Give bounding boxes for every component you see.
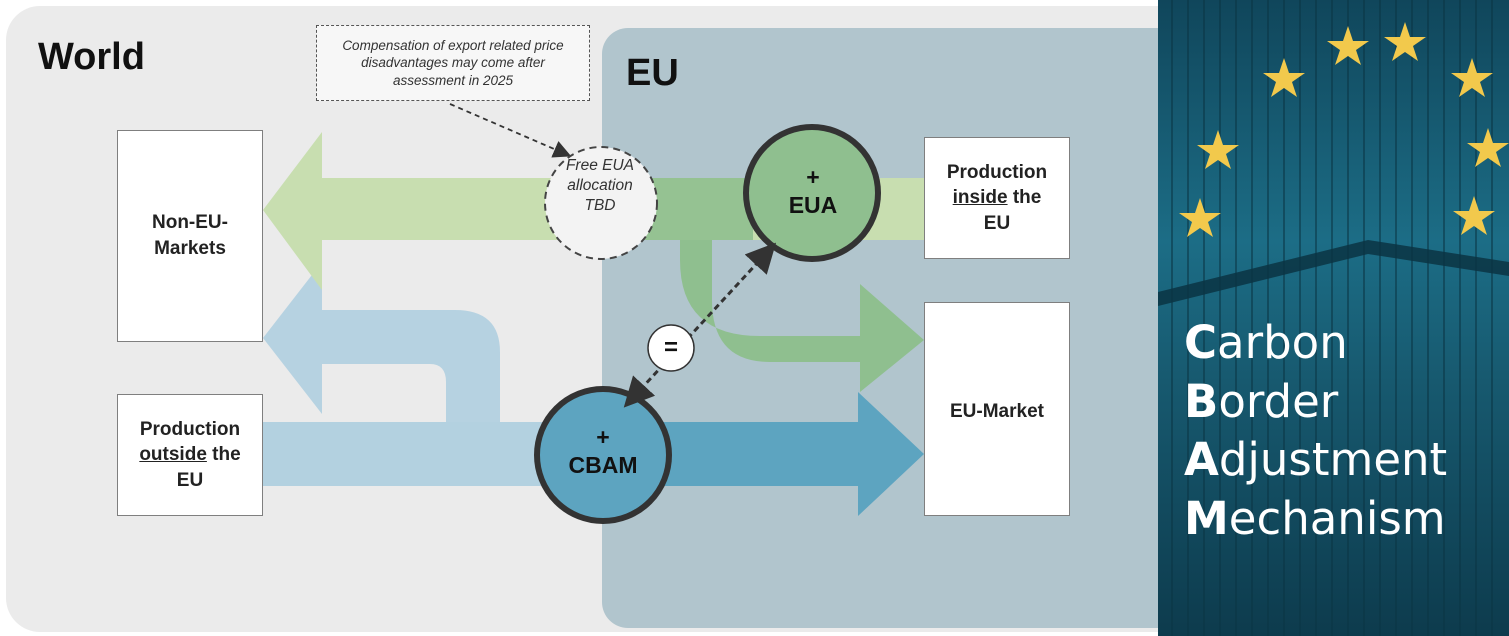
eu-stars-icon [1179,22,1509,237]
eua-plus: + [806,164,820,190]
panel-line-border: Border [1184,373,1447,432]
equals-sign: = [663,334,678,361]
panel-line-carbon-rest: arbon [1217,316,1348,369]
panel-line-border-rest: order [1218,374,1339,428]
production-outside-rest: the [206,444,241,466]
arrow-outside-to-non-eu [263,262,500,422]
production-inside-line-3: EU [983,212,1011,234]
panel-line-adjustment-initial: A [1184,433,1219,486]
panel-line-adjustment: Adjustment [1184,431,1447,490]
eua-circle-label: + EUA [748,164,878,219]
arrow-outside-band [263,422,563,486]
panel-line-mechanism-rest: echanism [1228,491,1446,545]
cbam-text: CBAM [568,451,638,478]
box-production-inside: Production inside the EU [924,137,1070,259]
eu-market-label: EU-Market [950,401,1044,422]
world-title: World [38,36,145,78]
arrow-eua-to-eu-market [680,240,924,392]
note-leader [449,103,572,158]
production-inside-underlined: inside [952,187,1008,209]
free-allocation-line-1: Free EUA [565,157,635,174]
box-eu-market: EU-Market [924,302,1070,516]
production-inside-rest: the [1007,187,1042,209]
eu-title: EU [626,52,679,94]
free-allocation-line-2: allocation [567,177,633,195]
panel-line-carbon-initial: C [1184,316,1218,369]
cbam-circle [534,386,672,524]
container-illustration [1158,0,1509,636]
container-image-panel: Carbon Border Adjustment Mechanism [1158,0,1509,636]
production-outside-underlined: outside [139,444,207,466]
free-allocation-line-3: TBD [584,197,616,215]
free-allocation-label: Free EUA allocation TBD [545,156,655,216]
production-outside-line-1: Production [139,418,241,440]
equals-circle [647,324,695,372]
non-eu-markets-label: Non-EU- Markets [152,212,228,259]
box-non-eu-markets: Non-EU- Markets [117,130,263,342]
panel-line-carbon: Carbon [1184,314,1447,373]
eua-text: EUA [788,191,838,218]
cbam-circle-label: + CBAM [538,424,668,479]
panel-line-adjustment-rest: djustment [1218,433,1448,486]
panel-line-mechanism: Mechanism [1184,490,1447,549]
eua-circle [743,124,881,262]
production-inside-line-1: Production [946,161,1048,183]
free-allocation-circle [544,146,658,260]
panel-line-border-initial: B [1184,374,1219,428]
cbam-plus: + [596,424,610,450]
box-production-outside: Production outside the EU [117,394,263,516]
panel-line-mechanism-initial: M [1184,491,1229,545]
arrow-cbam-to-eu-market [650,392,924,516]
panel-title: Carbon Border Adjustment Mechanism [1184,314,1447,548]
production-outside-line-3: EU [176,469,204,491]
note-box: Compensation of export related price dis… [316,25,590,101]
